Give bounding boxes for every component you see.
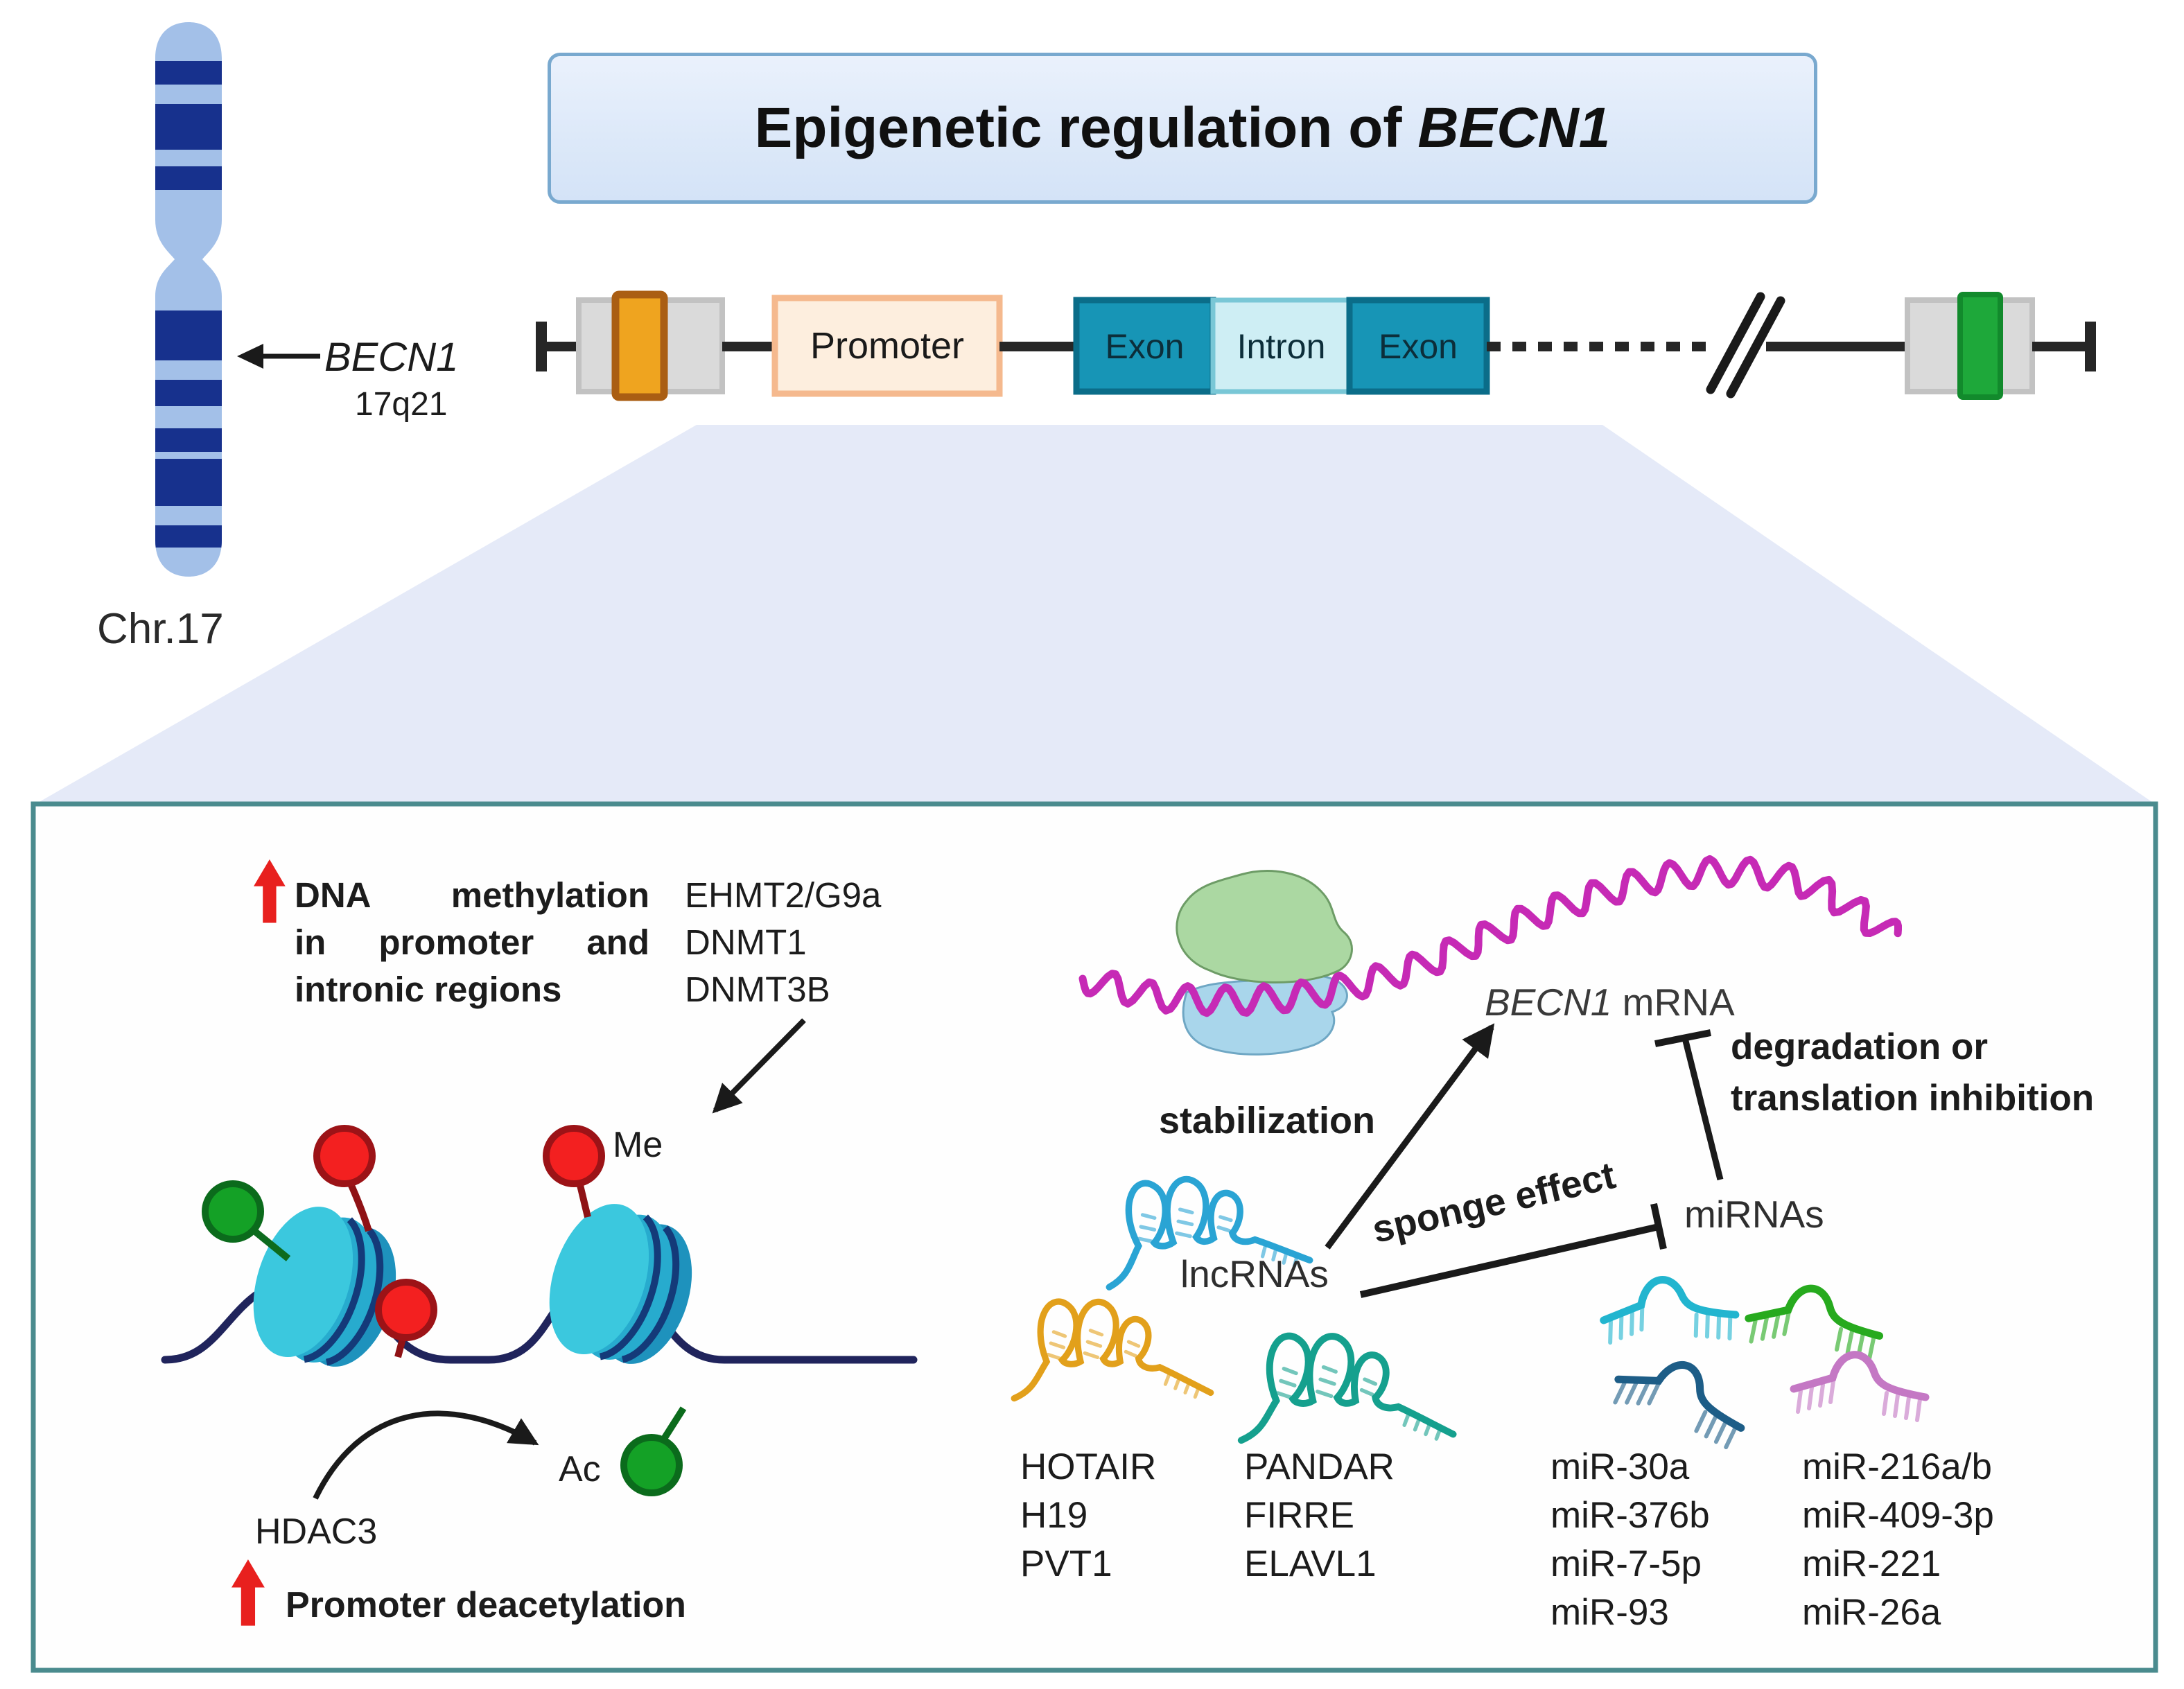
acetyl-mark-icon bbox=[620, 1406, 687, 1496]
list-item: PVT1 bbox=[1020, 1543, 1112, 1584]
methyl-mark-icon bbox=[543, 1125, 605, 1218]
acetyl-mark-icon bbox=[202, 1180, 291, 1261]
list-item: PANDAR bbox=[1244, 1446, 1395, 1487]
list-item: miR-216a/b bbox=[1802, 1446, 1992, 1487]
locus-label: 17q21 bbox=[355, 386, 448, 423]
enzyme-item: EHMT2/G9a bbox=[685, 875, 882, 915]
left-terminator bbox=[536, 322, 547, 371]
methyltransferase-list: EHMT2/G9a DNMT1 DNMT3B bbox=[685, 872, 881, 1013]
mirna-list-2: miR-216a/b miR-409-3p miR-221 miR-26a bbox=[1802, 1443, 1994, 1637]
degradation-line: translation inhibition bbox=[1731, 1078, 2095, 1119]
degradation-line: degradation or bbox=[1731, 1026, 1989, 1067]
methylation-arrow bbox=[712, 1018, 806, 1114]
title-prefix: Epigenetic regulation of bbox=[754, 96, 1418, 159]
mrna-label: BECN1 mRNA bbox=[1485, 980, 1735, 1024]
deacetylation-arrow bbox=[313, 1410, 539, 1500]
list-item: FIRRE bbox=[1244, 1495, 1354, 1536]
mrna-suffix: mRNA bbox=[1611, 981, 1735, 1024]
methylation-line: DNA methylation bbox=[295, 875, 649, 915]
gene-map bbox=[536, 290, 2096, 401]
list-item: miR-376b bbox=[1550, 1495, 1710, 1536]
exon-box-2 bbox=[1346, 297, 1490, 395]
mirna-label: miRNAs bbox=[1684, 1193, 1824, 1236]
list-item: HOTAIR bbox=[1020, 1446, 1157, 1487]
list-item: ELAVL1 bbox=[1244, 1543, 1377, 1584]
right-terminator bbox=[2085, 322, 2096, 371]
title-gene-name: BECN1 bbox=[1417, 96, 1611, 159]
gene-locus-arrow bbox=[237, 344, 320, 369]
figure-title: Epigenetic regulation of BECN1 bbox=[755, 96, 1611, 161]
lncrna-list-1: HOTAIR H19 PVT1 bbox=[1020, 1443, 1156, 1589]
chromatin-illustration bbox=[161, 1125, 918, 1384]
list-item: miR-30a bbox=[1550, 1446, 1690, 1487]
list-item: miR-26a bbox=[1802, 1592, 1941, 1633]
gene-name-label: BECN1 bbox=[324, 335, 459, 380]
promoter-label: Promoter bbox=[810, 325, 965, 367]
mrna-gene-name: BECN1 bbox=[1485, 981, 1612, 1024]
methyl-label: Me bbox=[613, 1125, 663, 1165]
methylation-text-block: DNA methylation in promoter and intronic… bbox=[295, 872, 649, 1013]
inhibition-tbar bbox=[1654, 1029, 1724, 1181]
list-item: miR-93 bbox=[1550, 1592, 1669, 1633]
list-item: miR-7-5p bbox=[1550, 1543, 1702, 1584]
acetyl-label: Ac bbox=[559, 1449, 601, 1489]
enzyme-item: DNMT3B bbox=[685, 970, 830, 1009]
methyl-mark-icon bbox=[313, 1125, 376, 1232]
list-item: H19 bbox=[1020, 1495, 1088, 1536]
exon2-label: Exon bbox=[1379, 327, 1458, 366]
lncrna-list-2: PANDAR FIRRE ELAVL1 bbox=[1244, 1443, 1395, 1589]
promoter-box bbox=[771, 295, 1003, 397]
hdac3-label: HDAC3 bbox=[255, 1512, 378, 1552]
list-item: miR-409-3p bbox=[1802, 1495, 1994, 1536]
enzyme-item: DNMT1 bbox=[685, 922, 807, 962]
axis-break-icon bbox=[1706, 292, 1785, 399]
methylation-line: intronic regions bbox=[295, 970, 562, 1009]
intron-box bbox=[1210, 297, 1352, 394]
deacetylation-caption: Promoter deacetylation bbox=[286, 1585, 686, 1625]
intron-label: Intron bbox=[1237, 327, 1326, 366]
mirna-list-1: miR-30a miR-376b miR-7-5p miR-93 bbox=[1550, 1443, 1710, 1637]
lncrna-label: lncRNAs bbox=[1180, 1252, 1329, 1295]
zoom-trapezoid bbox=[33, 425, 2157, 805]
chromosome-17-illustration bbox=[155, 22, 222, 577]
figure-title-box: Epigenetic regulation of BECN1 bbox=[548, 53, 1817, 204]
stabilization-arrow bbox=[1325, 1023, 1495, 1250]
sponge-effect-tbar bbox=[1359, 1202, 1667, 1298]
detail-panel bbox=[30, 801, 2158, 1673]
downstream-band-icon bbox=[1957, 292, 2003, 400]
mrna-squiggle bbox=[1078, 855, 1902, 1017]
methylation-line: in promoter and bbox=[295, 922, 649, 962]
exon1-label: Exon bbox=[1105, 327, 1185, 366]
methyl-mark-icon bbox=[375, 1279, 437, 1358]
chromosome-name-label: Chr.17 bbox=[97, 605, 224, 653]
stabilization-label: stabilization bbox=[1159, 1100, 1376, 1141]
protein-complex-icon bbox=[1176, 870, 1353, 1056]
upstream-band-icon bbox=[611, 290, 668, 401]
list-item: miR-221 bbox=[1802, 1543, 1941, 1584]
